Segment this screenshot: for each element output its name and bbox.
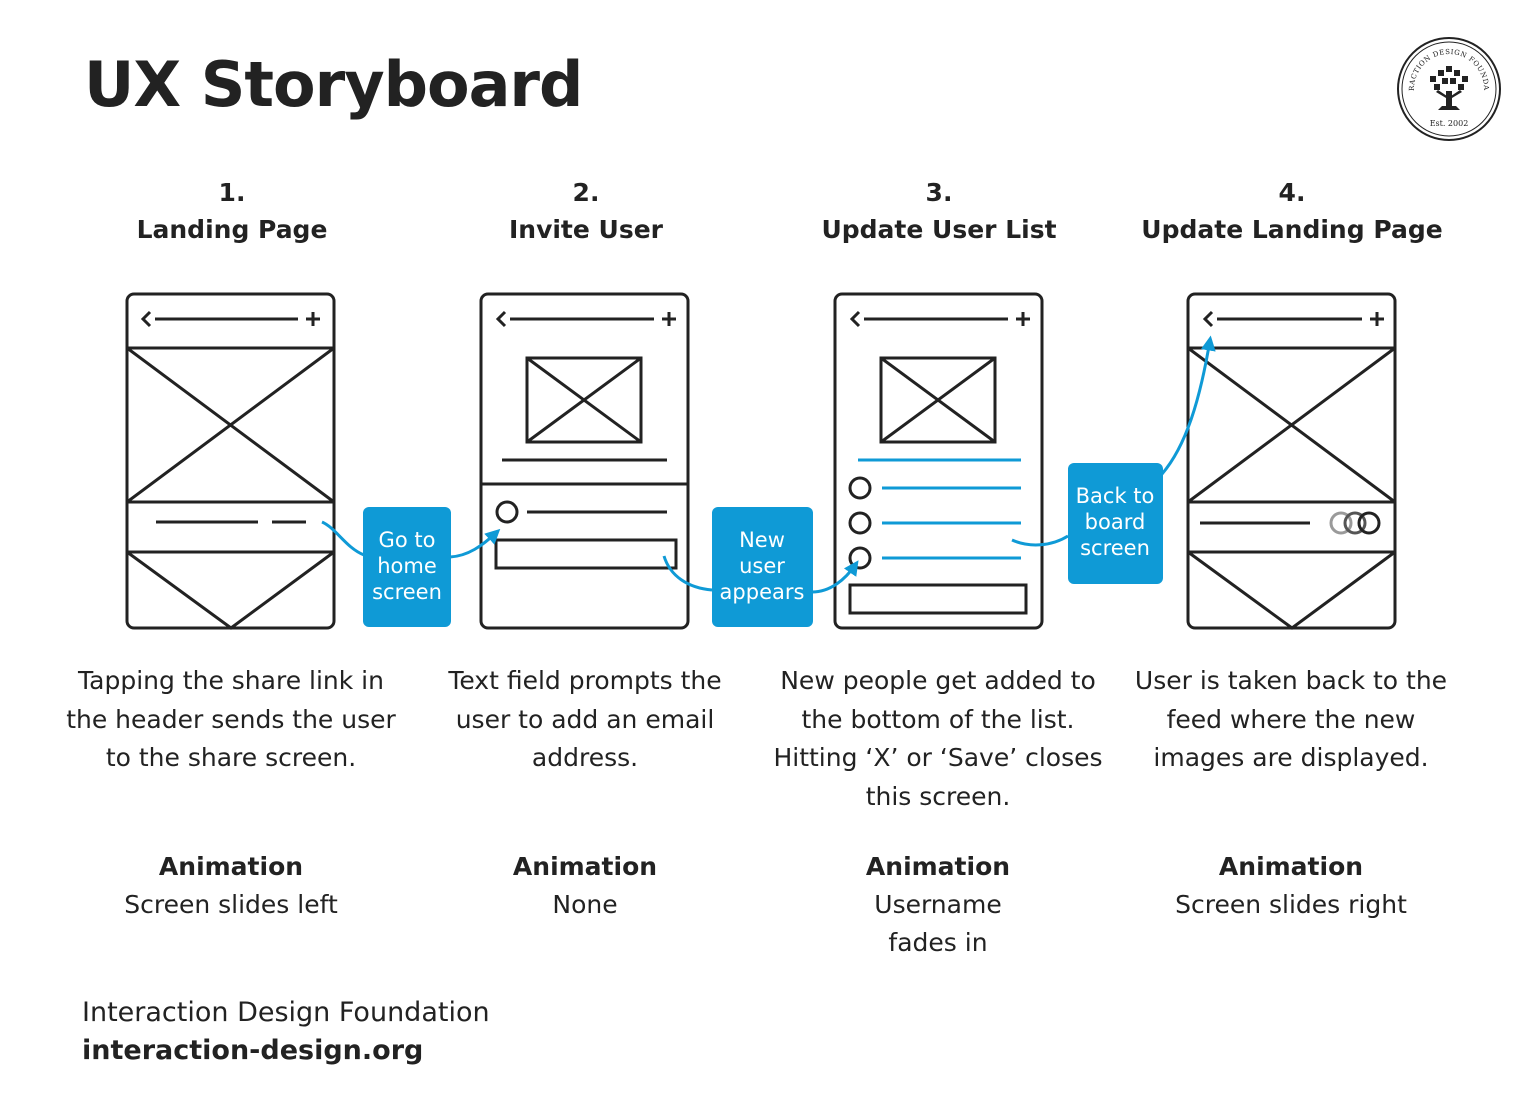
arrow-3-out	[1160, 335, 1216, 475]
transition-3-line-1: Back to	[1076, 484, 1155, 508]
transition-2-line-3: appears	[720, 580, 805, 604]
footer-url: interaction-design.org	[82, 1035, 424, 1066]
user-list-lines	[858, 458, 1021, 560]
step-4-title: Update Landing Page	[1141, 215, 1443, 244]
step-2-animation-value: None	[552, 890, 618, 919]
step-4-number: 4.	[1278, 178, 1306, 207]
step-1-number: 1.	[218, 178, 246, 207]
arrow-1-out	[449, 528, 501, 559]
tree-icon	[1430, 66, 1468, 110]
transition-3-line-2: board	[1085, 510, 1146, 534]
step-1-heading: 1. Landing Page	[52, 174, 412, 248]
transition-3-line-3: screen	[1080, 536, 1150, 560]
footer-org: Interaction Design Foundation	[82, 997, 490, 1028]
transition-1-line-1: Go to	[379, 528, 436, 552]
transition-2-line-1: New	[739, 528, 785, 552]
step-4-animation-label: Animation	[1218, 852, 1364, 881]
step-3-description: New people get added to the bottom of th…	[773, 666, 1103, 811]
transition-box-1: Go to home screen	[363, 507, 451, 627]
logo-est-text: Est. 2002	[1430, 119, 1469, 128]
step-2-animation-label: Animation	[512, 852, 658, 881]
arrow-2-out	[811, 560, 859, 594]
wireframe-update-landing-page	[1186, 292, 1397, 630]
arrow-2-in	[662, 555, 713, 592]
step-2-number: 2.	[572, 178, 600, 207]
wireframe-update-user-list	[833, 292, 1044, 630]
transition-1-line-3: screen	[372, 580, 442, 604]
step-2-heading: 2. Invite User	[406, 174, 766, 248]
arrow-3-in	[1011, 534, 1069, 547]
transition-box-2: New user appears	[712, 507, 813, 627]
step-4-description: User is taken back to the feed where the…	[1134, 666, 1448, 772]
footer: Interaction Design Foundation interactio…	[82, 994, 490, 1070]
wireframe-invite-user	[479, 292, 690, 630]
step-3-number: 3.	[925, 178, 953, 207]
transition-box-3: Back to board screen	[1068, 463, 1163, 584]
step-2-description: Text field prompts the user to add an em…	[448, 666, 722, 772]
step-3-heading: 3. Update User List	[759, 174, 1119, 248]
step-2-title: Invite User	[508, 215, 664, 244]
arrow-1-in	[321, 520, 365, 557]
step-4-heading: 4. Update Landing Page	[1112, 174, 1472, 248]
step-3-title: Update User List	[821, 215, 1057, 244]
step-1-title: Landing Page	[136, 215, 328, 244]
step-3-animation-label: Animation	[865, 852, 1011, 881]
wireframe-landing-page	[125, 292, 336, 630]
step-1-description: Tapping the share link in the header sen…	[66, 666, 396, 772]
transition-1-line-2: home	[377, 554, 437, 578]
transition-2-line-2: user	[739, 554, 785, 578]
step-1-animation-value: Screen slides left	[124, 890, 338, 919]
step-1-animation-label: Animation	[158, 852, 304, 881]
step-4-animation-value: Screen slides right	[1175, 890, 1407, 919]
page-title: UX Storyboard	[84, 48, 583, 121]
step-3-animation-value: Username fades in	[874, 890, 1002, 957]
idf-logo: INTERACTION DESIGN FOUNDATION Est. 2002	[1396, 36, 1501, 141]
